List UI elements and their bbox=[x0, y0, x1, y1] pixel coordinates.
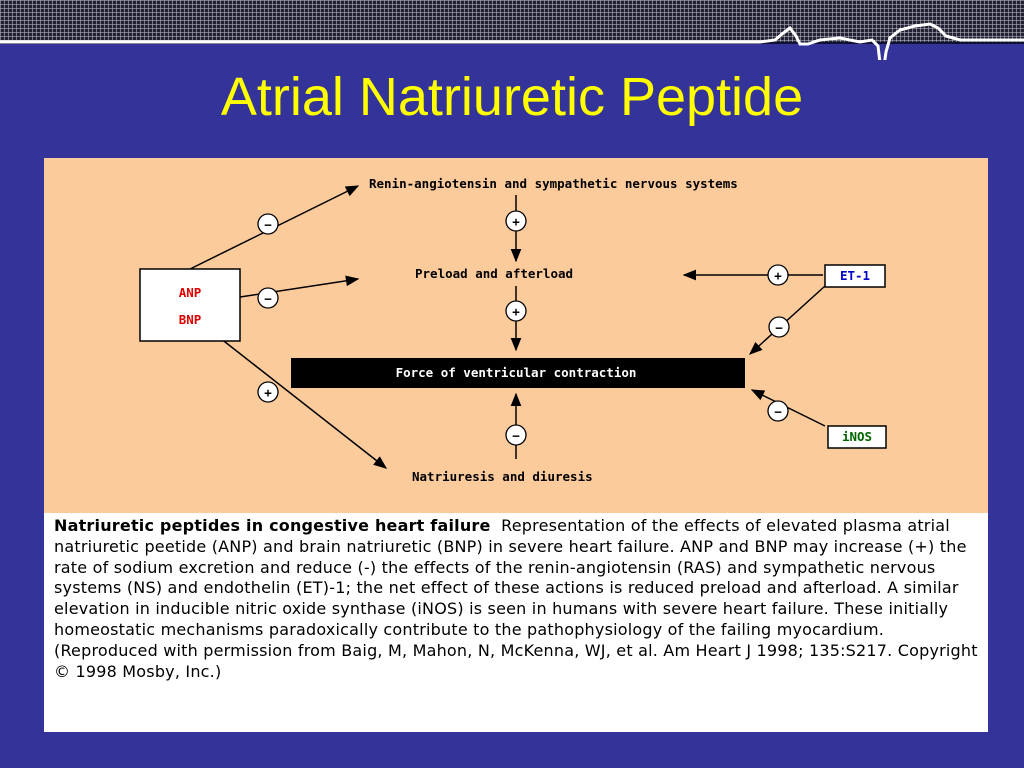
svg-text:+: + bbox=[512, 214, 520, 229]
ecg-trace bbox=[0, 22, 1024, 60]
node-force: Force of ventricular contraction bbox=[396, 365, 637, 380]
caption-title: Natriuretic peptides in congestive heart… bbox=[54, 516, 491, 535]
svg-text:−: − bbox=[264, 217, 272, 232]
sign-et1-to-preload: + bbox=[767, 264, 789, 286]
sign-et1-to-force: − bbox=[768, 316, 790, 338]
svg-text:+: + bbox=[264, 385, 272, 400]
arrow-et1-to-force bbox=[748, 285, 826, 355]
sign-ras-to-preload: + bbox=[505, 210, 527, 232]
anp-bnp-box bbox=[139, 268, 241, 342]
ecg-header-decoration bbox=[0, 0, 1024, 60]
bnp-label: BNP bbox=[179, 312, 202, 327]
figure-panel: ANP BNP Renin-angiotensin and sympatheti… bbox=[44, 158, 988, 732]
slide-title: Atrial Natriuretic Peptide bbox=[220, 67, 804, 127]
force-box bbox=[291, 358, 745, 388]
svg-text:+: + bbox=[512, 304, 520, 319]
inos-box bbox=[827, 425, 887, 449]
sign-inos-to-force: − bbox=[767, 400, 789, 422]
svg-text:−: − bbox=[264, 291, 272, 306]
arrow-inos-to-force bbox=[750, 389, 826, 427]
node-natriuresis: Natriuresis and diuresis bbox=[412, 469, 593, 484]
anp-pathway-diagram: ANP BNP Renin-angiotensin and sympatheti… bbox=[44, 158, 988, 513]
svg-text:−: − bbox=[775, 320, 783, 335]
grid-texture bbox=[0, 0, 1024, 42]
node-preload: Preload and afterload bbox=[415, 266, 573, 281]
sign-anp-to-preload: − bbox=[257, 287, 279, 309]
svg-text:−: − bbox=[774, 404, 782, 419]
sign-anp-to-natriuresis: + bbox=[257, 381, 279, 403]
inos-label: iNOS bbox=[842, 429, 872, 444]
svg-text:−: − bbox=[512, 428, 520, 443]
sign-natriuresis-to-force: − bbox=[505, 424, 527, 446]
node-ras: Renin-angiotensin and sympathetic nervou… bbox=[369, 176, 738, 191]
sign-anp-to-ras: − bbox=[257, 213, 279, 235]
et1-box bbox=[824, 264, 886, 288]
arrow-anp-to-natriuresis bbox=[219, 337, 388, 469]
sign-preload-to-force: + bbox=[505, 300, 527, 322]
caption-body: Representation of the effects of elevate… bbox=[54, 516, 978, 681]
anp-label: ANP bbox=[179, 285, 202, 300]
svg-text:+: + bbox=[774, 268, 782, 283]
et1-label: ET-1 bbox=[840, 268, 870, 283]
figure-caption: Natriuretic peptides in congestive heart… bbox=[54, 516, 978, 682]
